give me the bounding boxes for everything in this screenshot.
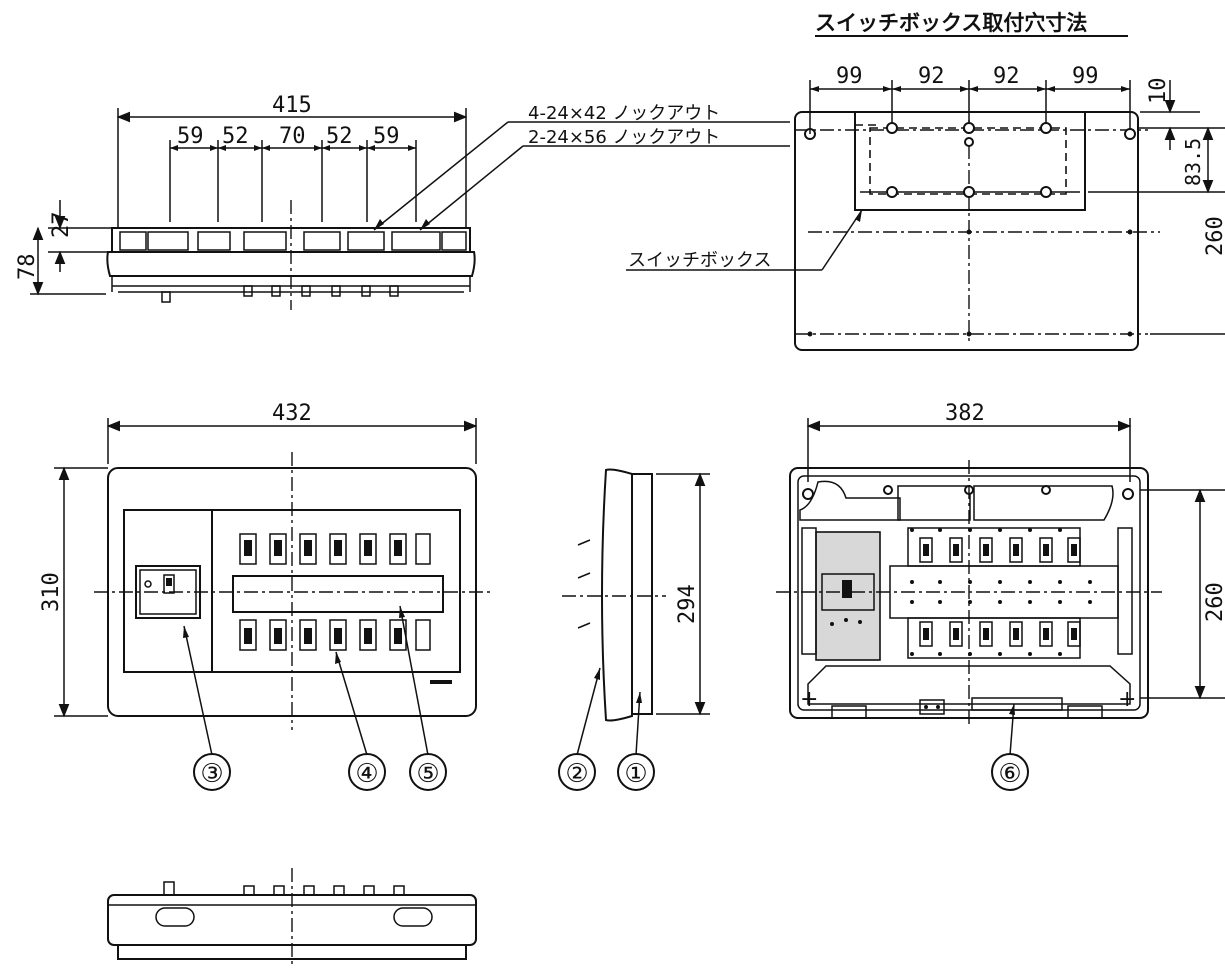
segment-dimension-line <box>169 140 417 222</box>
svg-text:①: ① <box>624 759 647 789</box>
callout-2: ② <box>558 753 596 791</box>
mounting-holes <box>804 122 1136 337</box>
dim-415: 415 <box>272 93 312 118</box>
dim-seg-2: 52 <box>222 124 249 149</box>
dim-78: 78 <box>15 254 40 281</box>
dim-99-left: 99 <box>836 64 863 89</box>
dim-seg-3: 70 <box>279 124 306 149</box>
interior-breakers-bottom <box>919 621 1081 647</box>
knockout-label-2: 2-24×56 ノックアウト <box>528 127 720 148</box>
bottom-terminals <box>831 697 1103 719</box>
svg-text:③: ③ <box>200 759 223 789</box>
dim-260-bottom: 260 <box>1203 582 1225 622</box>
bottom-view <box>107 868 477 968</box>
busbar-terminals <box>830 528 1092 656</box>
callout-6: ⑥ <box>991 753 1029 791</box>
dim-382: 382 <box>945 401 985 426</box>
callout-5: ⑤ <box>409 753 447 791</box>
dim-92-right: 92 <box>993 64 1020 89</box>
branch-breakers-top <box>239 533 431 565</box>
dim-310: 310 <box>39 572 64 612</box>
svg-text:②: ② <box>565 759 588 789</box>
top-view: 415 59 52 70 52 59 <box>15 93 790 310</box>
dim-432: 432 <box>272 401 312 426</box>
svg-text:④: ④ <box>355 759 378 789</box>
knockout-label-1: 4-24×42 ノックアウト <box>528 103 720 124</box>
dim-27: 27 <box>49 212 74 239</box>
bottom-view-bumps <box>163 881 405 896</box>
dim-99-right: 99 <box>1072 64 1099 89</box>
svg-text:⑥: ⑥ <box>998 759 1021 789</box>
mounting-view: 99 92 92 99 10 83.5 260 スイッチボックス <box>626 64 1225 351</box>
interior-view: 382 <box>776 401 1225 756</box>
branch-breakers-bottom <box>239 619 431 651</box>
dim-83-5: 83.5 <box>1181 138 1205 186</box>
top-view-bumps <box>161 285 399 303</box>
dim-260-top: 260 <box>1203 216 1225 256</box>
dim-seg-4: 52 <box>326 124 353 149</box>
interior-holes <box>802 485 1134 500</box>
front-view: 432 310 <box>39 401 492 756</box>
plus-mark-right: + <box>1118 687 1136 712</box>
knockout-row <box>119 231 467 251</box>
dim-seg-5: 59 <box>373 124 400 149</box>
dim-10: 10 <box>1146 78 1171 105</box>
dim-294: 294 <box>675 584 700 624</box>
svg-text:⑤: ⑤ <box>416 759 439 789</box>
dim-92-left: 92 <box>918 64 945 89</box>
callout-4: ④ <box>348 753 386 791</box>
plus-mark-left: + <box>800 687 818 712</box>
dim-seg-1: 59 <box>177 124 204 149</box>
interior-breakers-top <box>919 537 1081 563</box>
side-view: 294 <box>562 468 710 756</box>
title: スイッチボックス取付穴寸法 <box>815 11 1087 35</box>
switchbox-label: スイッチボックス <box>628 250 771 271</box>
callout-3: ③ <box>193 753 231 791</box>
callout-1: ① <box>617 753 655 791</box>
